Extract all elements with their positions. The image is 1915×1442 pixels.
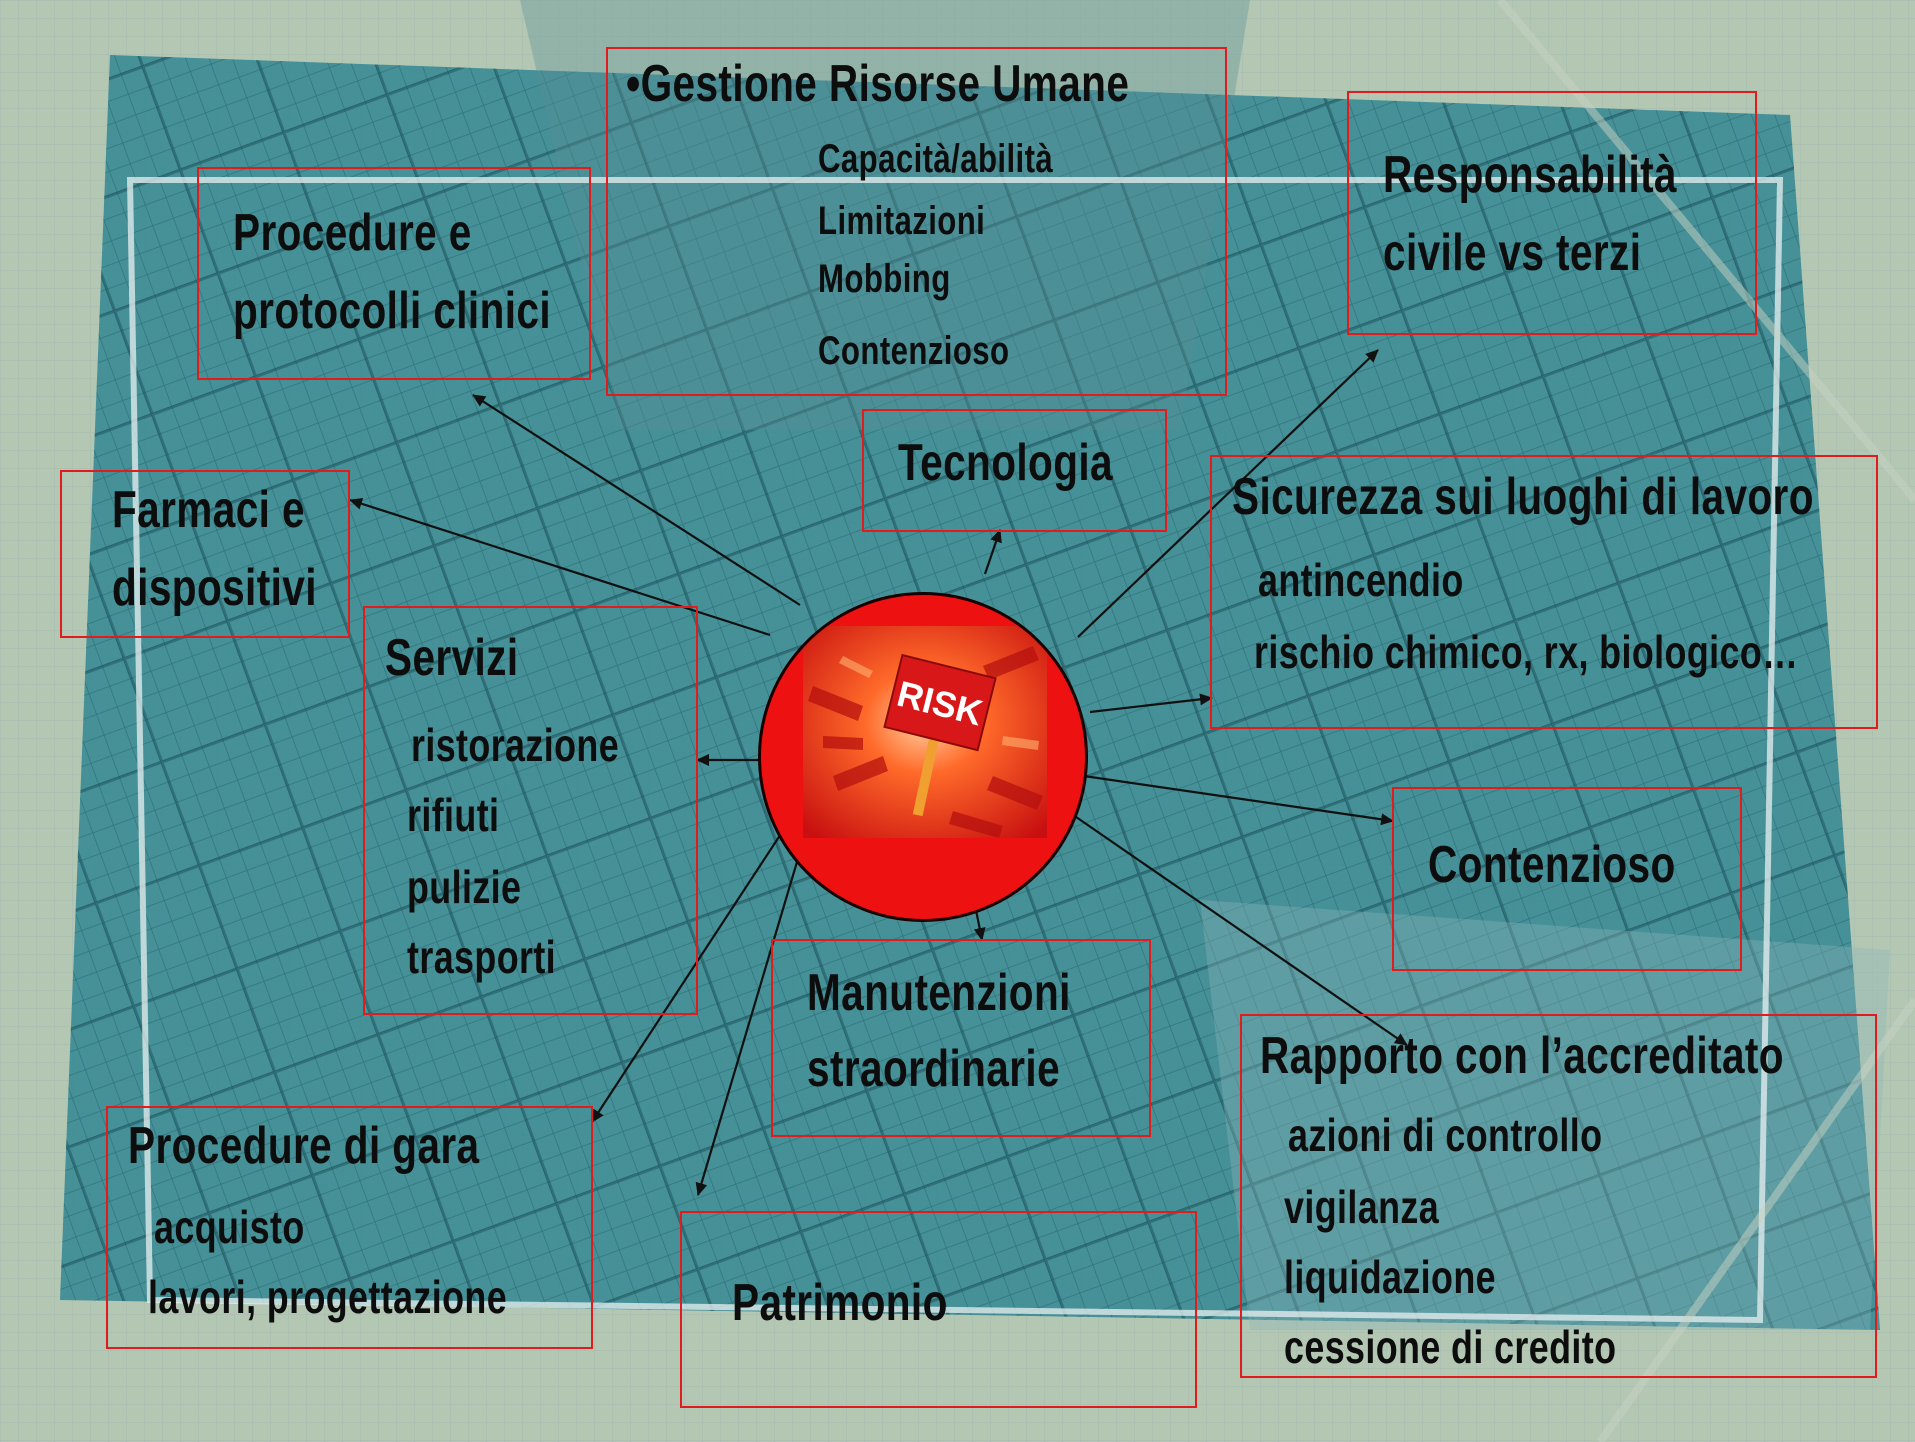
node-gestione-item: Limitazioni <box>818 199 986 243</box>
node-rapporto-item: vigilanza <box>1284 1181 1440 1233</box>
node-gestione-risorse-umane: •Gestione Risorse Umane Capacità/abilità… <box>606 47 1227 396</box>
node-tecnologia-label: Tecnologia <box>898 434 1113 492</box>
node-gara-item: acquisto <box>154 1201 305 1253</box>
node-sicurezza-item: antincendio <box>1258 554 1464 606</box>
node-rapporto-item: liquidazione <box>1284 1251 1496 1303</box>
risk-center-circle: RISK <box>758 592 1088 922</box>
node-procedure-protocolli: Procedure e protocolli clinici <box>197 167 591 380</box>
node-gestione-item: Contenzioso <box>818 329 1010 373</box>
node-procedure-line: Procedure e <box>233 204 472 262</box>
node-gara-title: Procedure di gara <box>128 1117 480 1175</box>
node-contenzioso: Contenzioso <box>1392 787 1742 971</box>
node-servizi-item: rifiuti <box>407 789 500 841</box>
node-servizi-item: pulizie <box>407 861 522 913</box>
node-gestione-title: •Gestione Risorse Umane <box>626 55 1130 113</box>
node-contenzioso-label: Contenzioso <box>1428 836 1676 894</box>
node-patrimonio: Patrimonio <box>680 1211 1197 1408</box>
node-farmaci-line: Farmaci e <box>112 481 305 539</box>
node-rapporto-accreditato: Rapporto con l’accreditato azioni di con… <box>1240 1014 1877 1378</box>
node-sicurezza-title: Sicurezza sui luoghi di lavoro <box>1232 468 1814 526</box>
node-servizi: Servizi ristorazione rifiuti pulizie tra… <box>363 606 698 1015</box>
node-sicurezza-lavoro: Sicurezza sui luoghi di lavoro antincend… <box>1210 455 1878 729</box>
node-procedure-line: protocolli clinici <box>233 282 552 340</box>
node-rapporto-item: azioni di controllo <box>1288 1109 1603 1161</box>
node-tecnologia: Tecnologia <box>862 409 1167 532</box>
node-farmaci-line: dispositivi <box>112 559 317 617</box>
node-farmaci-dispositivi: Farmaci e dispositivi <box>60 470 350 638</box>
risk-sign-image: RISK <box>803 626 1047 838</box>
node-servizi-item: ristorazione <box>411 719 620 771</box>
node-rapporto-item: cessione di credito <box>1284 1321 1617 1373</box>
node-sicurezza-item: rischio chimico, rx, biologico… <box>1254 626 1799 678</box>
node-gestione-item: Mobbing <box>818 257 951 301</box>
node-responsabilita-civile: Responsabilità civile vs terzi <box>1347 91 1757 335</box>
node-gestione-item: Capacità/abilità <box>818 137 1054 181</box>
node-procedure-gara: Procedure di gara acquisto lavori, proge… <box>106 1106 593 1349</box>
node-manutenzioni-line: Manutenzioni <box>807 964 1071 1022</box>
node-gara-item: lavori, progettazione <box>148 1271 508 1323</box>
node-servizi-item: trasporti <box>407 931 557 983</box>
node-responsabilita-line: Responsabilità <box>1383 146 1677 204</box>
node-rapporto-title: Rapporto con l’accreditato <box>1260 1027 1784 1085</box>
node-servizi-title: Servizi <box>385 629 519 687</box>
node-manutenzioni: Manutenzioni straordinarie <box>771 939 1151 1137</box>
node-patrimonio-label: Patrimonio <box>732 1274 948 1332</box>
node-responsabilita-line: civile vs terzi <box>1383 224 1642 282</box>
node-manutenzioni-line: straordinarie <box>807 1040 1061 1098</box>
